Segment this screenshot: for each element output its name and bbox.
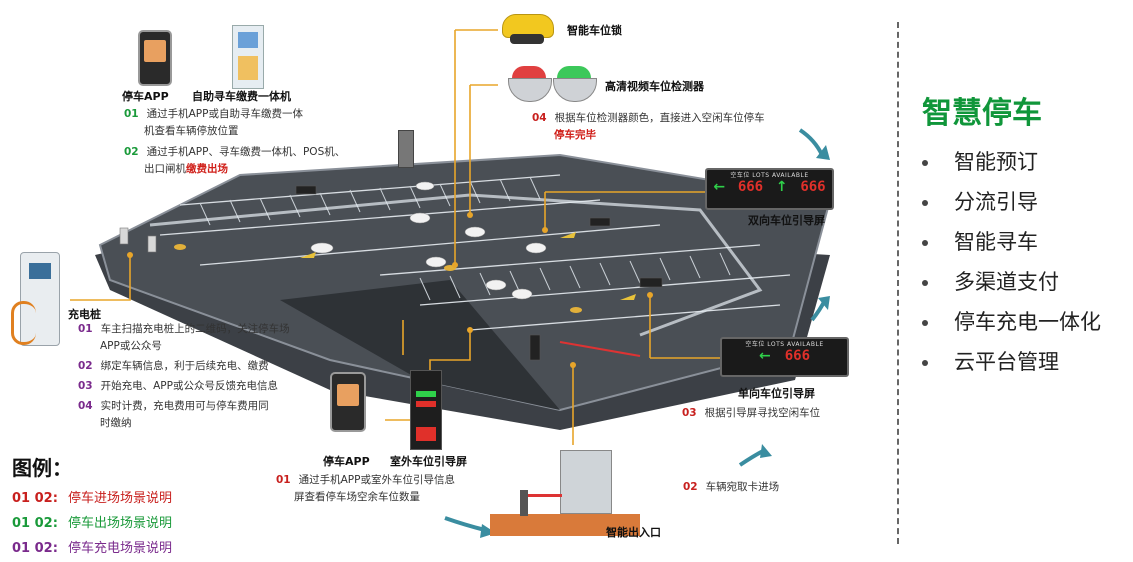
phone-app-bottom-icon xyxy=(330,372,366,432)
entrance-booth-icon xyxy=(490,450,640,542)
step-number: 03 xyxy=(682,407,697,419)
exit-steps-top: 01 通过手机APP或自助寻车缴费一体 机查看车辆停放位置 02 通过手机APP、寻… xyxy=(124,106,345,178)
step-number: 01 xyxy=(124,108,139,120)
feature-item: 云平台管理 xyxy=(922,342,1101,382)
charger-label: 充电桩 xyxy=(68,308,101,321)
step-text: 车辆宛取卡进场 xyxy=(705,481,780,493)
step-text: 根据引导屏寻找空闲车位 xyxy=(704,407,821,419)
features-panel: 智慧停车 智能预订 分流引导 智能寻车 多渠道支付 停车充电一体化 云平台管理 xyxy=(922,88,1101,382)
dual-screen-title: 空车位 LOTS AVAILABLE xyxy=(730,172,809,179)
single-screen-title: 空车位 LOTS AVAILABLE xyxy=(745,341,824,348)
charger-icon xyxy=(11,252,60,346)
legend: 图例： 01 02: 停车进场场景说明 01 02: 停车出场场景说明 01 0… xyxy=(12,452,172,556)
charger-steps: 01 车主扫描充电桩上的二维码，关注停车场 APP或公众号 02 绑定车辆信息，利于… xyxy=(78,321,290,432)
parking-app-bottom-label: 停车APP xyxy=(323,455,370,468)
dual-right-value: 666 xyxy=(800,179,826,195)
step-number: 01 xyxy=(78,323,93,335)
bullet-icon xyxy=(922,240,928,246)
step-text: 通过手机APP、寻车缴费一体机、POS机、 xyxy=(146,146,346,158)
feature-item: 多渠道支付 xyxy=(922,262,1101,302)
step-number: 02 xyxy=(683,481,698,493)
step-text: 时缴纳 xyxy=(100,417,132,429)
parking-lot-illustration xyxy=(70,29,832,538)
smart-lock-icon xyxy=(498,10,556,48)
bullet-icon xyxy=(922,160,928,166)
bullet-icon xyxy=(922,200,928,206)
red-detector-icon xyxy=(508,66,552,102)
feature-label: 多渠道支付 xyxy=(954,270,1059,294)
bullet-icon xyxy=(922,360,928,366)
step-number: 03 xyxy=(78,380,93,392)
step-highlight: 停车完毕 xyxy=(554,129,596,141)
legend-nums: 01 02: xyxy=(12,541,58,556)
kiosk-label: 自助寻车缴费一体机 xyxy=(192,90,291,103)
legend-title: 图例： xyxy=(12,456,72,480)
step-number: 04 xyxy=(532,112,547,124)
features-title: 智慧停车 xyxy=(922,96,1042,131)
step-text: 开始充电、APP或公众号反馈充电信息 xyxy=(100,380,278,392)
legend-row: 01 02: 停车进场场景说明 xyxy=(12,487,172,506)
legend-nums: 01 02: xyxy=(12,491,58,506)
dual-guide-screen: 空车位 LOTS AVAILABLE ← 666 ↑ 666 xyxy=(705,168,834,210)
single-screen-step: 03 根据引导屏寻找空闲车位 xyxy=(682,405,820,422)
step-text: 绑定车辆信息，利于后续充电、缴费 xyxy=(100,360,269,372)
feature-label: 分流引导 xyxy=(954,190,1038,214)
step-text: APP或公众号 xyxy=(100,340,162,352)
feature-label: 智能寻车 xyxy=(954,230,1038,254)
step-number: 01 xyxy=(276,474,291,486)
feature-item: 智能预订 xyxy=(922,142,1101,182)
single-guide-screen: 空车位 LOTS AVAILABLE ← 666 xyxy=(720,337,849,377)
legend-nums: 01 02: xyxy=(12,516,58,531)
smart-lock-label: 智能车位锁 xyxy=(567,24,622,37)
legend-row: 01 02: 停车出场场景说明 xyxy=(12,512,172,531)
outdoor-screen-label: 室外车位引导屏 xyxy=(390,455,467,468)
feature-item: 智能寻车 xyxy=(922,222,1101,262)
legend-text: 停车出场场景说明 xyxy=(68,516,173,531)
bullet-icon xyxy=(922,320,928,326)
step-text: 出口闸机 xyxy=(144,163,186,175)
bullet-icon xyxy=(922,280,928,286)
step-text: 通过手机APP或自助寻车缴费一体 xyxy=(146,108,303,120)
step-text: 车主扫描充电桩上的二维码，关注停车场 xyxy=(100,323,290,335)
step-number: 04 xyxy=(78,400,93,412)
lot-kiosk-icon xyxy=(398,130,414,168)
step-text: 根据车位检测器颜色，直接进入空闲车位停车 xyxy=(554,112,765,124)
left-arrow-icon: ← xyxy=(713,179,726,195)
entrance-label: 智能出入口 xyxy=(606,526,661,539)
feature-item: 分流引导 xyxy=(922,182,1101,222)
legend-text: 停车进场场景说明 xyxy=(68,491,173,506)
up-arrow-icon: ↑ xyxy=(775,179,788,195)
step-text: 机查看车辆停放位置 xyxy=(144,125,239,137)
step-number: 02 xyxy=(124,146,139,158)
feature-label: 停车充电一体化 xyxy=(954,310,1101,334)
step-text: 通过手机APP或室外车位引导信息 xyxy=(298,474,455,486)
left-arrow-icon: ← xyxy=(758,348,771,364)
single-screen-label: 单向车位引导屏 xyxy=(738,387,815,400)
parking-app-label: 停车APP xyxy=(122,90,169,103)
step-text: 实时计费，充电费用可与停车费用同 xyxy=(100,400,269,412)
detector-step: 04 根据车位检测器颜色，直接进入空闲车位停车 停车完毕 xyxy=(532,110,765,144)
single-value: 666 xyxy=(784,348,811,364)
legend-text: 停车充电场景说明 xyxy=(68,541,173,556)
legend-row: 01 02: 停车充电场景说明 xyxy=(12,537,172,556)
step-text: 屏查看停车场空余车位数量 xyxy=(294,491,420,503)
dual-screen-label: 双向车位引导屏 xyxy=(748,214,825,227)
kiosk-icon xyxy=(232,25,264,89)
phone-app-icon xyxy=(138,30,172,86)
divider xyxy=(897,22,899,544)
green-detector-icon xyxy=(553,66,597,102)
feature-label: 智能预订 xyxy=(954,150,1038,174)
feature-item: 停车充电一体化 xyxy=(922,302,1101,342)
outdoor-screen-icon xyxy=(410,370,442,450)
step-number: 02 xyxy=(78,360,93,372)
outdoor-steps: 01 通过手机APP或室外车位引导信息 屏查看停车场空余车位数量 xyxy=(276,472,455,506)
dual-left-value: 666 xyxy=(737,179,764,195)
entrance-step: 02 车辆宛取卡进场 xyxy=(683,479,779,496)
hd-detector-label: 高清视频车位检测器 xyxy=(605,80,704,93)
feature-label: 云平台管理 xyxy=(954,350,1059,374)
step-highlight: 缴费出场 xyxy=(186,163,228,175)
